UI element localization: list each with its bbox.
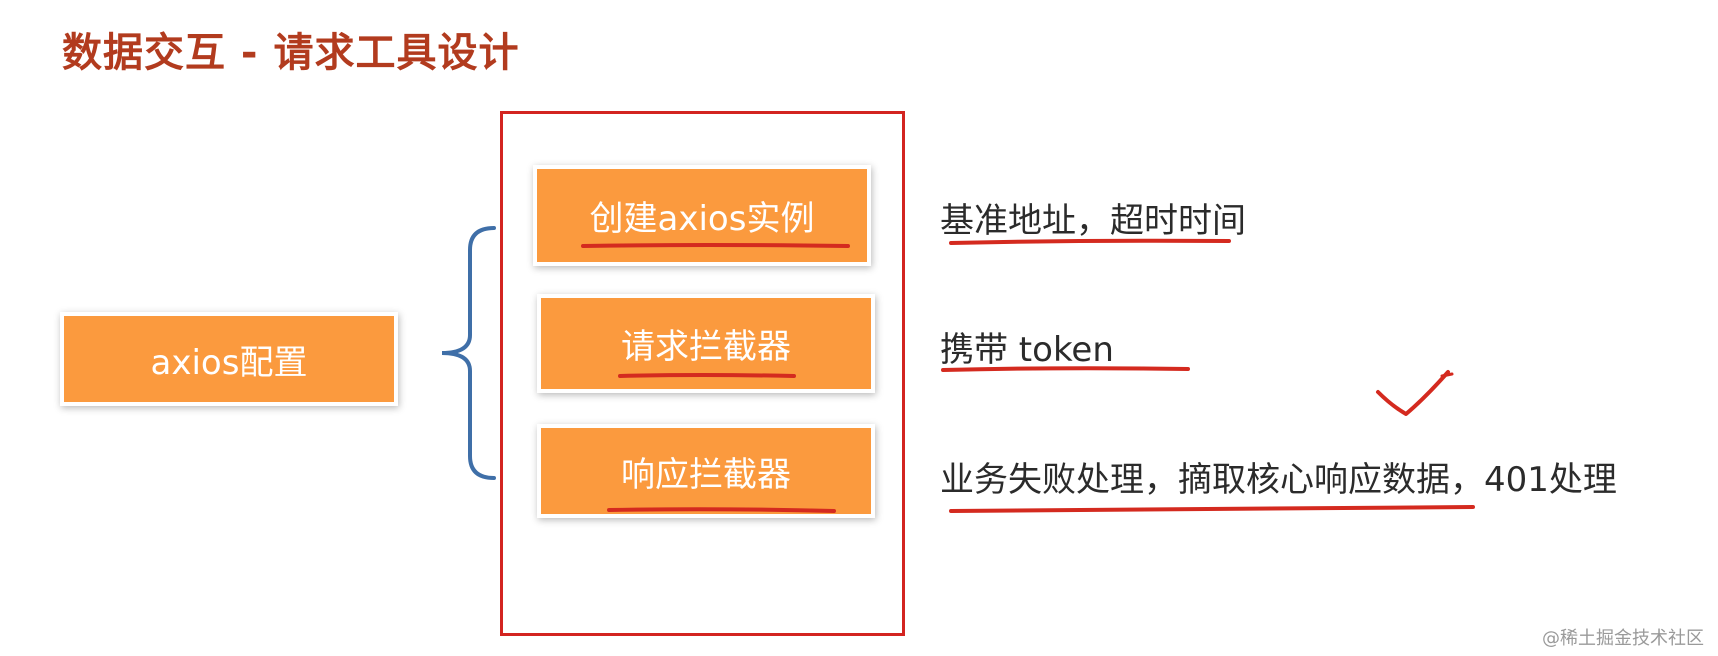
root-node-axios-config: axios配置 [64, 316, 394, 402]
curly-brace [441, 226, 496, 480]
step-node-label: 响应拦截器 [621, 454, 791, 495]
step-description: 业务失败处理，摘取核心响应数据，401处理 [940, 460, 1617, 500]
step-node-label: 请求拦截器 [621, 327, 791, 367]
watermark: @稀土掘金技术社区 [1542, 628, 1704, 649]
underline-mark [618, 373, 796, 378]
underline-mark [581, 243, 850, 248]
step-description: 携带 token [940, 330, 1114, 370]
check-mark-icon [1376, 370, 1450, 416]
underline-mark [607, 507, 836, 513]
underline-mark [949, 238, 1231, 245]
check-mark-icon [1440, 372, 1454, 378]
underline-mark [949, 505, 1475, 513]
step-node-label: 创建axios实例 [589, 199, 815, 239]
underline-mark [941, 366, 1190, 372]
step-description: 基准地址，超时时间 [940, 201, 1246, 241]
page-title: 数据交互 - 请求工具设计 [62, 30, 520, 76]
step-node-response-interceptor: 响应拦截器 [541, 428, 871, 514]
steps-frame [500, 111, 905, 636]
root-node-label: axios配置 [150, 342, 308, 383]
